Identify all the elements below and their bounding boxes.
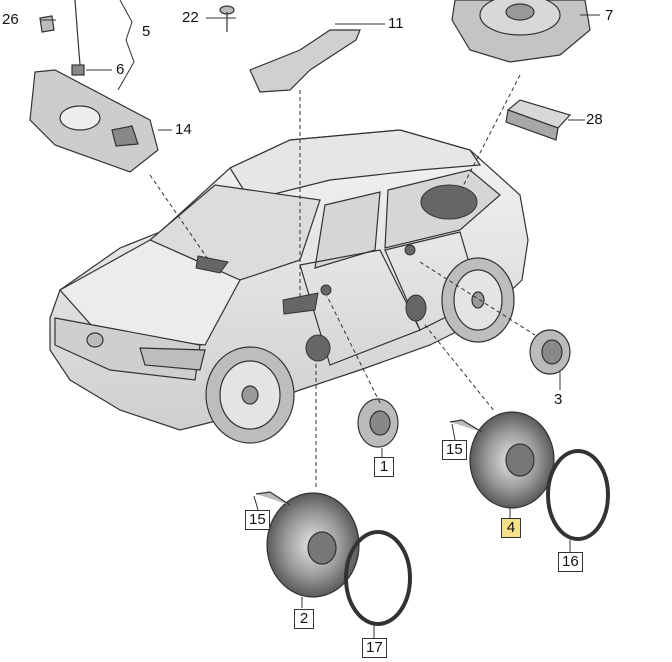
callout-11: 11 [388, 15, 404, 32]
callout-28: 28 [586, 111, 603, 128]
rear-wheel [441, 257, 515, 343]
tweeter-part-1 [357, 398, 399, 448]
speaker-part-4 [469, 411, 555, 509]
callout-5: 5 [142, 23, 151, 40]
leader-lines [40, 0, 600, 638]
speaker-locations [195, 184, 478, 362]
bracket-part-11 [249, 29, 361, 93]
callout-6: 6 [116, 61, 125, 78]
callout-14: 14 [175, 121, 192, 138]
callout-26: 26 [2, 11, 19, 28]
cable-part-6 [71, 0, 85, 76]
callout-4: 4 [501, 518, 521, 538]
panel-part-14 [29, 69, 159, 173]
speaker-part-2 [266, 492, 360, 598]
callout-22: 22 [182, 9, 199, 26]
tweeter-part-3 [529, 329, 571, 375]
module-part-28 [505, 99, 572, 141]
callout-1: 1 [374, 457, 394, 477]
callout-15-front: 15 [245, 510, 270, 530]
subwoofer-part-7 [451, 0, 591, 63]
vehicle-illustration [49, 129, 529, 431]
screw-part-22 [219, 5, 235, 32]
callout-2: 2 [294, 609, 314, 629]
front-wheel [205, 346, 295, 444]
callout-7: 7 [605, 7, 614, 24]
ring-part-17 [344, 530, 412, 626]
clip-part-26 [39, 15, 55, 33]
ring-part-16 [546, 449, 610, 541]
callout-15-rear: 15 [442, 440, 467, 460]
screw-part-15 [255, 419, 483, 506]
callout-16: 16 [558, 552, 583, 572]
callout-3: 3 [554, 391, 563, 408]
callout-17: 17 [362, 638, 387, 658]
